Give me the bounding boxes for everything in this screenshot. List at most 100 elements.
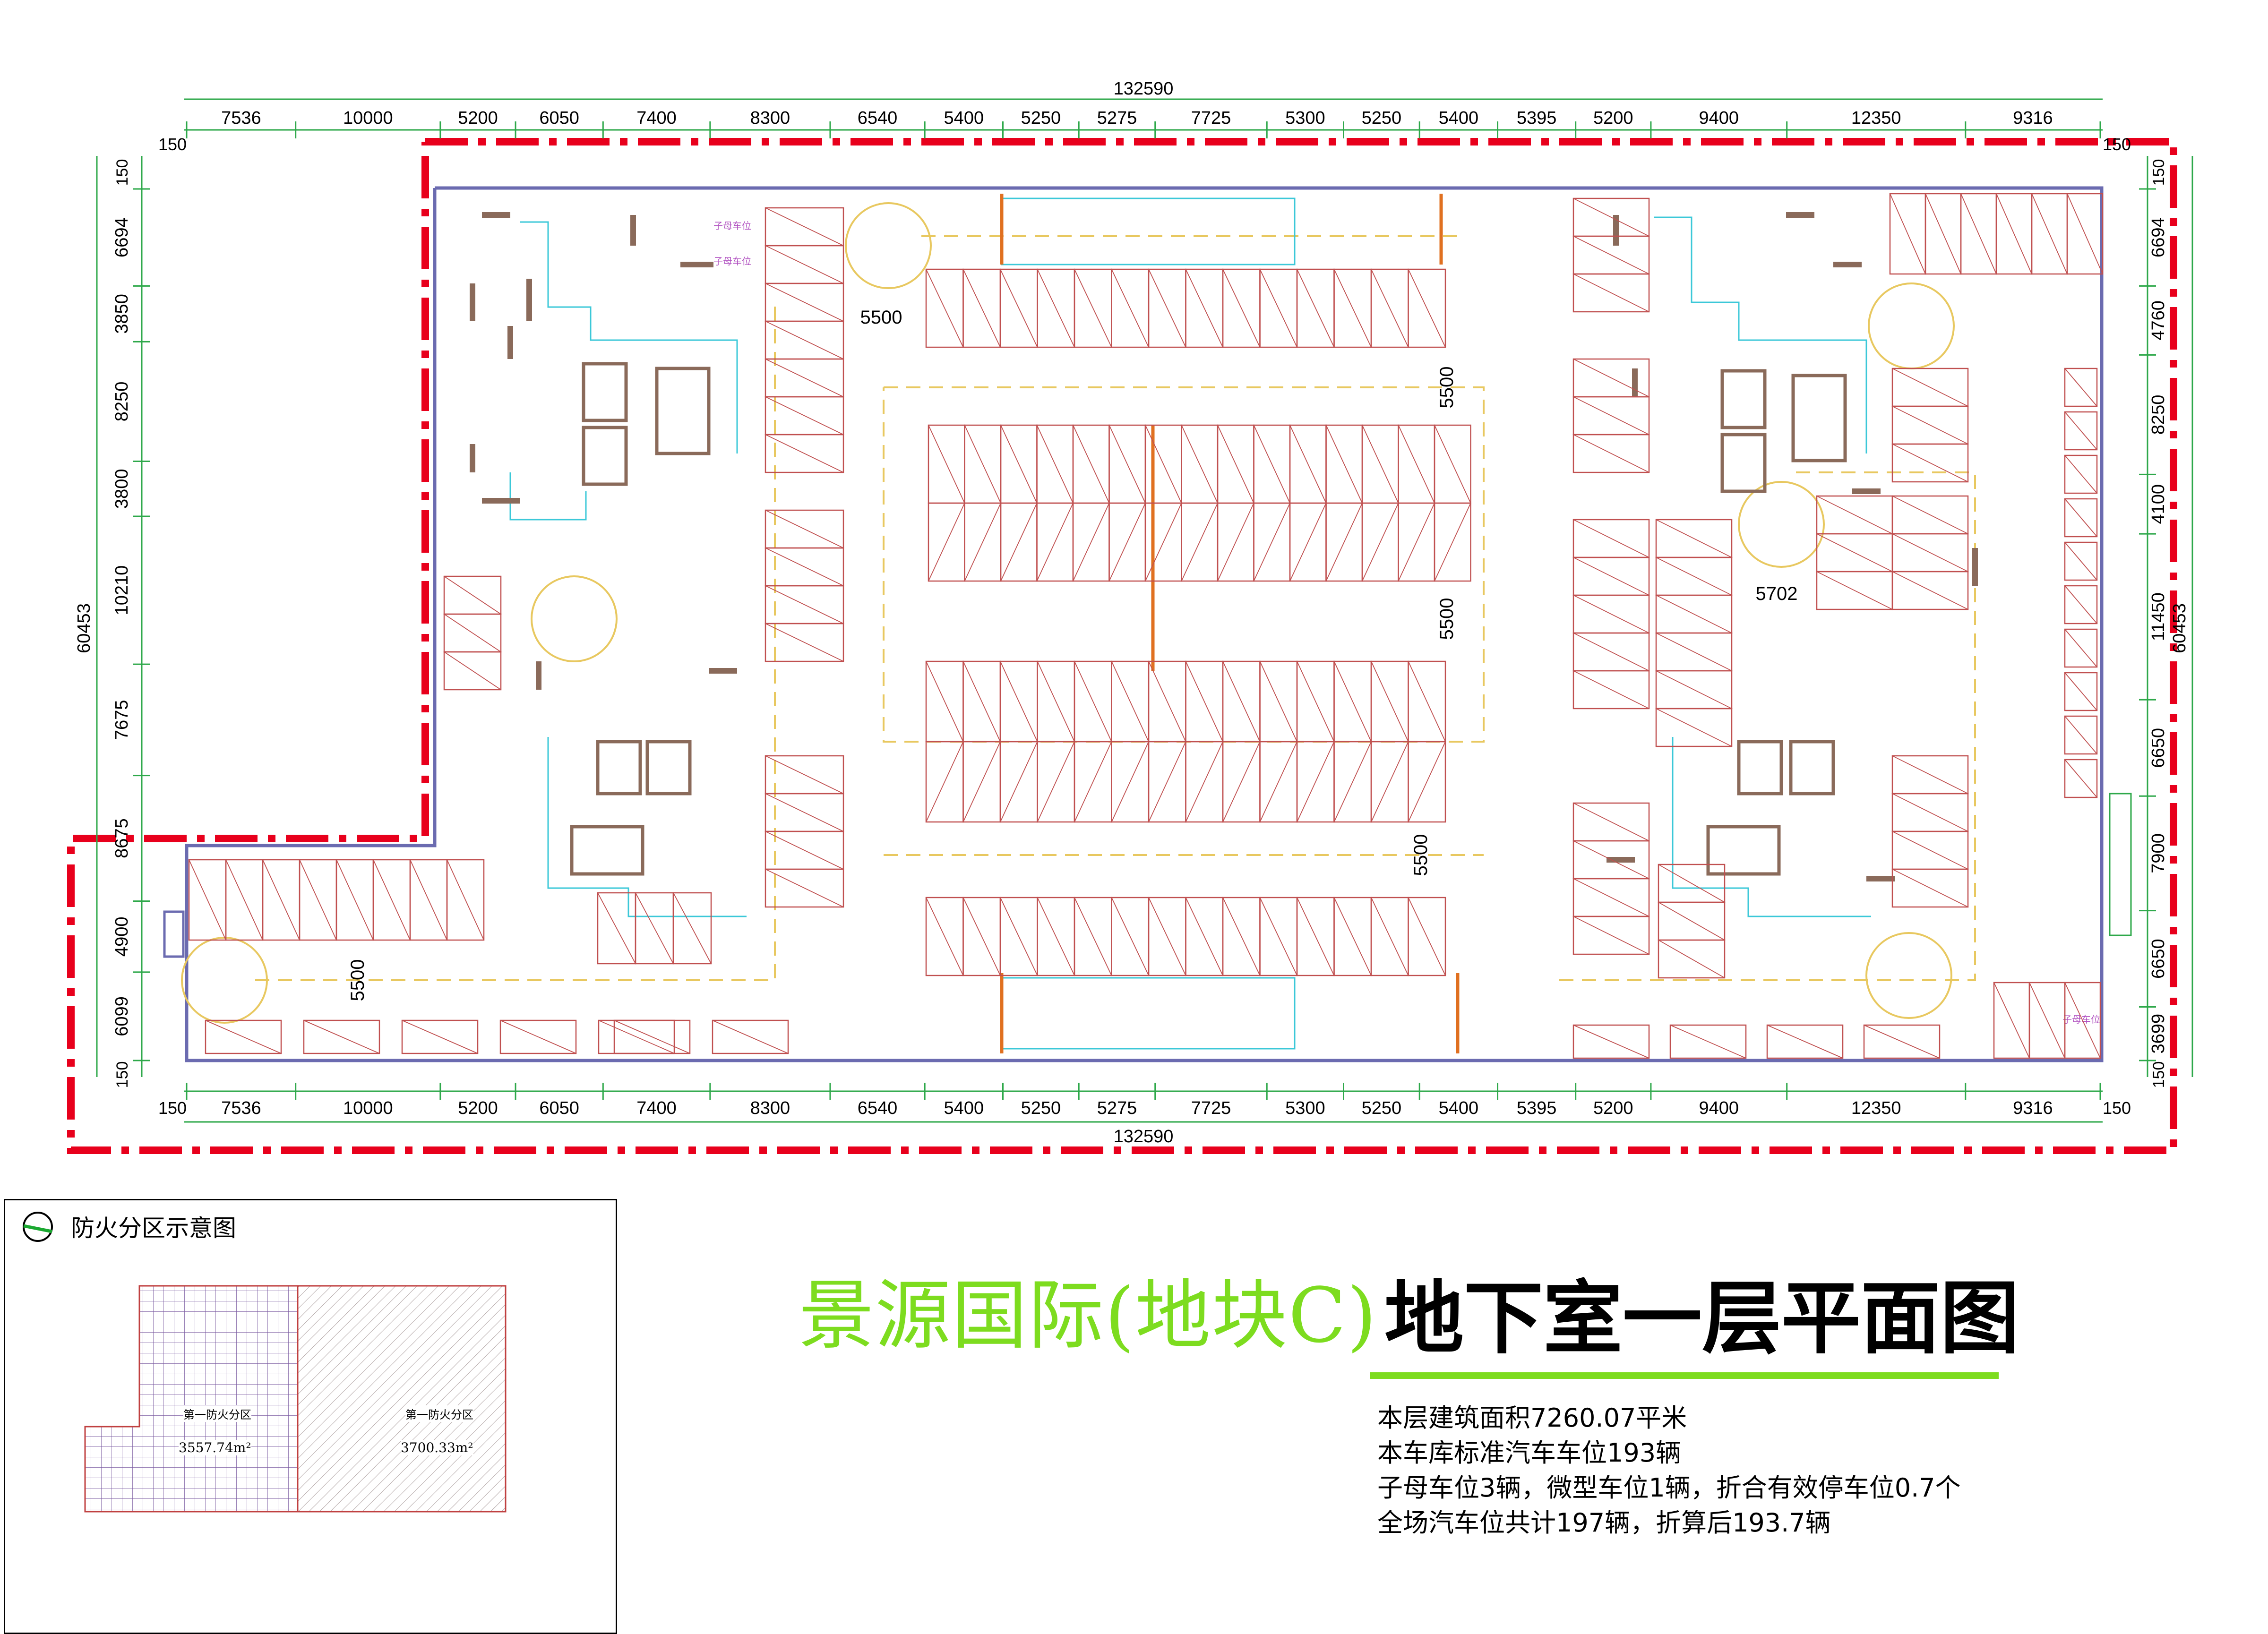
parking-stall-diagonal	[765, 831, 844, 870]
parking-stall-diagonal	[1000, 741, 1038, 822]
parking-stall-diagonal	[205, 1020, 282, 1054]
parking-stall-diagonal	[1000, 425, 1038, 504]
parking-stall-diagonal	[1892, 571, 1968, 610]
parking-stall-diagonal	[765, 359, 844, 397]
parking-stall-diagonal	[2064, 542, 2097, 581]
parking-stall	[1669, 1024, 1747, 1059]
parking-stall-diagonal	[1253, 425, 1290, 504]
parking-stall-diagonal	[1892, 406, 1968, 445]
parking-stall-diagonal	[1185, 741, 1223, 822]
parking-stall-diagonal	[1362, 425, 1399, 504]
parking-stall-diagonal	[1573, 434, 1649, 473]
aisle-centre-lines	[255, 235, 1976, 981]
parking-stall	[613, 1019, 691, 1054]
parking-stall-diagonal	[1573, 359, 1649, 397]
parking-stall-diagonal	[1960, 193, 1997, 274]
dimension-label: 5275	[1097, 108, 1137, 128]
dimension-label: 5250	[1362, 1098, 1402, 1118]
parking-stall	[205, 1019, 282, 1054]
parking-stall-diagonal	[1816, 533, 1893, 572]
fire-zone-right-name: 第一防火分区	[405, 1405, 473, 1422]
edge-offset-label: 150	[158, 135, 187, 154]
dimension-label: 6099	[112, 996, 132, 1036]
parking-stall-diagonal	[299, 859, 337, 941]
parking-stall-diagonal	[1408, 897, 1446, 976]
note-line: 全场汽车位共计197辆，折算后193.7辆	[1377, 1508, 1831, 1538]
parking-stall-diagonal	[1333, 741, 1372, 822]
parking-stall-diagonal	[1145, 503, 1182, 582]
parking-stall	[1572, 1024, 1650, 1059]
plan-static-layer	[67, 98, 2193, 1154]
parking-stall-diagonal	[1148, 661, 1186, 742]
parking-stall-diagonal	[1656, 519, 1732, 558]
parking-stall	[1891, 868, 1969, 908]
parking-stall-diagonal	[1333, 897, 1372, 976]
parking-stall-diagonal	[1573, 633, 1649, 671]
parking-stall-diagonal	[1573, 595, 1649, 633]
dimension-label: 7536	[221, 1098, 261, 1118]
dimension-label: 8300	[750, 108, 790, 128]
edge-offset-label: 150	[158, 1098, 187, 1118]
parking-stall-diagonal	[1259, 897, 1297, 976]
parking-stall	[1408, 897, 1446, 976]
parking-stall-diagonal	[1892, 793, 1968, 832]
dimension-label: 6540	[858, 108, 898, 128]
legend-title: 防火分区示意图	[71, 1215, 236, 1242]
parking-stall-diagonal	[765, 283, 844, 322]
parking-stall-diagonal	[1816, 571, 1893, 610]
dimension-label: 5200	[1593, 108, 1633, 128]
parking-stall-diagonal	[2064, 759, 2097, 798]
parking-stall-diagonal	[928, 425, 965, 504]
parking-stall-diagonal	[1185, 897, 1223, 976]
dimension-label: 8250	[2148, 395, 2168, 435]
parking-stall-diagonal	[1658, 902, 1725, 941]
dimension-label: 5250	[1021, 1098, 1061, 1118]
note-line: 本车库标准汽车车位193辆	[1377, 1438, 1682, 1468]
parking-stall	[2064, 541, 2098, 581]
wall-stubs	[470, 212, 1978, 881]
parking-stall-diagonal	[1573, 236, 1649, 274]
parking-stall-diagonal	[1408, 269, 1446, 348]
dimension-label: 5250	[1021, 108, 1061, 128]
parking-stall-diagonal	[373, 859, 411, 941]
dimension-label: 5400	[944, 108, 984, 128]
parking-stall-diagonal	[1996, 193, 2032, 274]
parking-stall	[2064, 454, 2098, 494]
parking-stall	[2064, 759, 2098, 798]
parking-stall-diagonal	[1371, 269, 1409, 348]
parking-stall-diagonal	[765, 434, 844, 473]
parking-stall-diagonal	[1333, 269, 1372, 348]
aisle-width-label: 5500	[1436, 367, 1457, 409]
parking-stall-diagonal	[1073, 503, 1110, 582]
parking-stall-diagonal	[444, 614, 501, 652]
parking-stall-diagonal	[2064, 585, 2097, 624]
parking-stall-diagonal	[928, 503, 965, 582]
fire-zone-left	[84, 1285, 299, 1513]
parking-stall-diagonal	[1111, 269, 1149, 348]
parking-stall-diagonal	[964, 503, 1001, 582]
parking-stall-diagonal	[336, 859, 374, 941]
parking-stall-diagonal	[262, 859, 300, 941]
overall-height-label: 60453	[2170, 603, 2190, 653]
parking-stall-diagonal	[1398, 425, 1435, 504]
dimension-label: 8675	[112, 818, 132, 858]
parking-stall-diagonal	[962, 741, 1001, 822]
parking-stall-diagonal	[1573, 840, 1649, 879]
parking-stall-diagonal	[1222, 741, 1261, 822]
note-line: 本层建筑面积7260.07平米	[1377, 1403, 1687, 1433]
fire-zone-right-area: 3700.33m²	[401, 1440, 473, 1455]
dimension-label: 9400	[1699, 108, 1739, 128]
parking-stall-diagonal	[1656, 633, 1732, 671]
parking-stall-diagonal	[614, 1020, 690, 1054]
parking-stall-diagonal	[598, 1020, 675, 1054]
parking-stall-diagonal	[1074, 741, 1112, 822]
dimension-label: 6650	[2148, 728, 2168, 768]
dimension-label: 7536	[221, 108, 261, 128]
parking-stall-diagonal	[765, 245, 844, 284]
parking-stall-diagonal	[1573, 670, 1649, 709]
parking-stall-diagonal	[1000, 897, 1038, 976]
fire-zone-left-area: 3557.74m²	[179, 1440, 251, 1455]
dimension-label: 7725	[1191, 1098, 1231, 1118]
parking-stall-diagonal	[962, 269, 1001, 348]
